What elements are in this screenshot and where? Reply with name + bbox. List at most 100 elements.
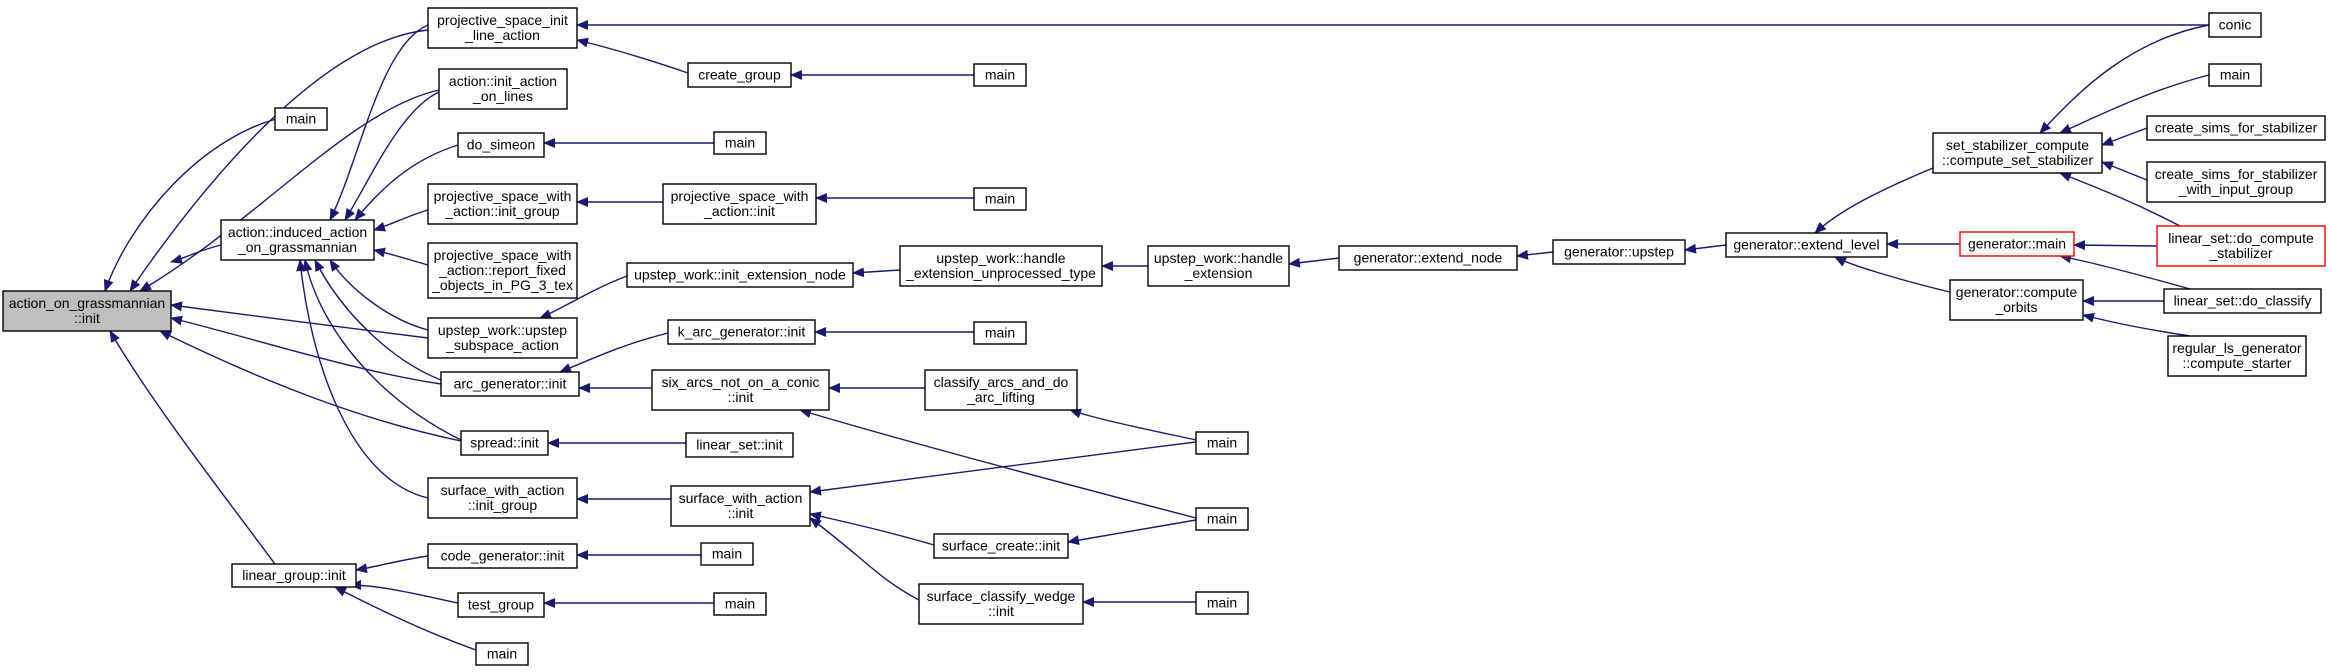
graph-node-n45[interactable]: create_sims_for_stabilizer <box>2146 115 2326 141</box>
node-box[interactable] <box>685 432 794 458</box>
graph-node-n24[interactable]: generator::extend_node <box>1338 245 1518 271</box>
graph-node-n7[interactable]: projective_space_with_action::init_group <box>427 183 578 225</box>
node-box[interactable] <box>1195 431 1249 455</box>
graph-node-n12[interactable]: surface_with_action::init_group <box>427 477 578 519</box>
node-box[interactable] <box>427 477 578 519</box>
graph-node-n18[interactable]: main <box>713 131 767 155</box>
graph-node-n48[interactable]: linear_set::do_classify <box>2163 288 2322 314</box>
graph-node-n21[interactable]: upstep_work::init_extension_node <box>626 262 854 288</box>
graph-node-n1[interactable]: main <box>274 107 328 131</box>
graph-node-n9[interactable]: upstep_work::upstep_subspace_action <box>427 317 578 359</box>
graph-node-n47[interactable]: linear_set::do_compute_stabilizer <box>2156 225 2326 267</box>
node-box[interactable] <box>1932 132 2103 174</box>
graph-node-n17[interactable]: main <box>973 63 1027 87</box>
node-box[interactable] <box>457 132 545 158</box>
graph-node-n2[interactable]: action::induced_action_on_grassmannian <box>220 219 375 261</box>
graph-node-n29[interactable]: six_arcs_not_on_a_conic::init <box>651 369 830 411</box>
node-box[interactable] <box>231 563 357 588</box>
graph-node-n40[interactable]: conic <box>2208 12 2262 38</box>
node-box[interactable] <box>713 131 767 155</box>
graph-node-n15[interactable]: main <box>475 642 529 666</box>
graph-node-n25[interactable]: generator::upstep <box>1552 239 1686 265</box>
node-box[interactable] <box>2156 225 2326 267</box>
node-box[interactable] <box>2167 335 2307 377</box>
node-box[interactable] <box>973 187 1027 211</box>
graph-node-n34[interactable]: main <box>1195 507 1249 531</box>
node-box[interactable] <box>2208 12 2262 38</box>
graph-node-n49[interactable]: regular_ls_generator::compute_starter <box>2167 335 2307 377</box>
graph-node-n8[interactable]: projective_space_with_action::report_fix… <box>427 242 578 299</box>
graph-node-n27[interactable]: k_arc_generator::init <box>667 319 816 345</box>
node-box[interactable] <box>700 542 754 566</box>
graph-node-n19[interactable]: projective_space_with_action::init <box>662 183 817 225</box>
node-box[interactable] <box>973 321 1027 345</box>
graph-node-n28[interactable]: main <box>973 321 1027 345</box>
graph-node-n44[interactable]: generator::compute_orbits <box>1949 279 2084 321</box>
node-box[interactable] <box>2146 115 2326 141</box>
node-box[interactable] <box>427 242 578 299</box>
node-box[interactable] <box>973 63 1027 87</box>
node-box[interactable] <box>1725 232 1888 258</box>
node-box[interactable] <box>274 107 328 131</box>
node-box[interactable] <box>1195 591 1249 615</box>
node-box[interactable] <box>2146 161 2326 203</box>
graph-node-n0[interactable]: action_on_grassmannian::init <box>2 290 172 332</box>
graph-node-n13[interactable]: code_generator::init <box>427 543 578 569</box>
graph-node-n42[interactable]: set_stabilizer_compute::compute_set_stab… <box>1932 132 2103 174</box>
graph-node-n38[interactable]: main <box>700 542 754 566</box>
node-box[interactable] <box>460 430 549 456</box>
graph-node-n30[interactable]: classify_arcs_and_do_arc_lifting <box>924 369 1078 411</box>
node-box[interactable] <box>2163 288 2322 314</box>
graph-node-n20[interactable]: main <box>973 187 1027 211</box>
node-box[interactable] <box>667 319 816 345</box>
graph-node-n5[interactable]: action::init_action_on_lines <box>438 68 568 110</box>
graph-node-n26[interactable]: generator::extend_level <box>1725 232 1888 258</box>
graph-node-n31[interactable]: main <box>1195 431 1249 455</box>
graph-node-n3[interactable]: linear_group::init <box>231 563 357 588</box>
node-box[interactable] <box>687 62 792 88</box>
graph-node-n35[interactable]: surface_create::init <box>933 533 1069 559</box>
graph-node-n33[interactable]: surface_with_action::init <box>670 485 811 527</box>
node-box[interactable] <box>1338 245 1518 271</box>
node-box[interactable] <box>713 592 767 616</box>
node-box[interactable] <box>2 290 172 332</box>
graph-node-n39[interactable]: main <box>713 592 767 616</box>
graph-node-n37[interactable]: main <box>1195 591 1249 615</box>
node-box[interactable] <box>1552 239 1686 265</box>
node-box[interactable] <box>662 183 817 225</box>
graph-node-n10[interactable]: arc_generator::init <box>440 371 580 397</box>
graph-node-n14[interactable]: test_group <box>457 592 545 618</box>
node-box[interactable] <box>1147 245 1290 287</box>
node-box[interactable] <box>670 485 811 527</box>
node-box[interactable] <box>1949 279 2084 321</box>
node-box[interactable] <box>899 245 1103 287</box>
node-box[interactable] <box>457 592 545 618</box>
graph-node-n41[interactable]: main <box>2208 63 2262 87</box>
node-box[interactable] <box>933 533 1069 559</box>
graph-node-n11[interactable]: spread::init <box>460 430 549 456</box>
node-box[interactable] <box>924 369 1078 411</box>
node-box[interactable] <box>220 219 375 261</box>
node-box[interactable] <box>440 371 580 397</box>
node-box[interactable] <box>427 317 578 359</box>
graph-node-n43[interactable]: generator::main <box>1959 231 2075 257</box>
node-box[interactable] <box>427 183 578 225</box>
node-box[interactable] <box>438 68 568 110</box>
node-box[interactable] <box>2208 63 2262 87</box>
graph-node-n22[interactable]: upstep_work::handle_extension_unprocesse… <box>899 245 1103 287</box>
node-box[interactable] <box>475 642 529 666</box>
node-box[interactable] <box>626 262 854 288</box>
graph-node-n16[interactable]: create_group <box>687 62 792 88</box>
graph-node-n36[interactable]: surface_classify_wedge::init <box>918 583 1084 625</box>
graph-node-n4[interactable]: projective_space_init_line_action <box>427 7 578 49</box>
graph-node-n32[interactable]: linear_set::init <box>685 432 794 458</box>
node-box[interactable] <box>918 583 1084 625</box>
node-box[interactable] <box>1195 507 1249 531</box>
graph-node-n46[interactable]: create_sims_for_stabilizer_with_input_gr… <box>2146 161 2326 203</box>
node-box[interactable] <box>427 7 578 49</box>
node-box[interactable] <box>651 369 830 411</box>
node-box[interactable] <box>427 543 578 569</box>
graph-node-n6[interactable]: do_simeon <box>457 132 545 158</box>
graph-node-n23[interactable]: upstep_work::handle_extension <box>1147 245 1290 287</box>
node-box[interactable] <box>1959 231 2075 257</box>
